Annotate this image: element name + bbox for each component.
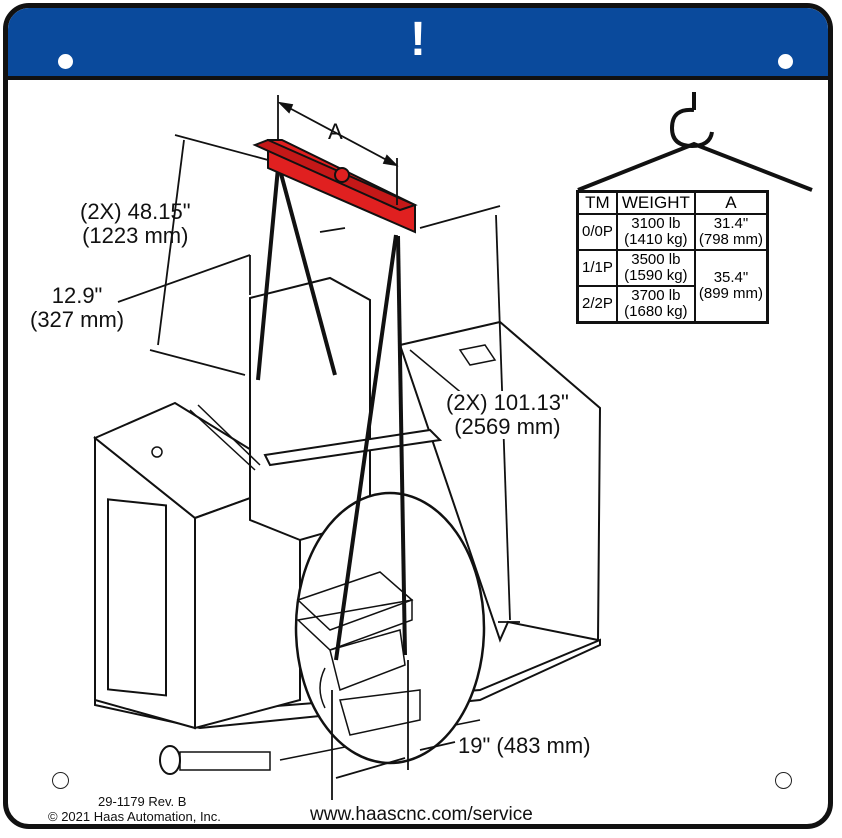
exclamation-icon: ! [410, 13, 426, 66]
lifting-strap [256, 167, 280, 381]
mounting-hole [775, 772, 792, 789]
part-number: 29-1179 Rev. B [98, 794, 187, 809]
table-row: 1/1P 3500 lb(1590 kg) 35.4"(899 mm) [576, 249, 769, 324]
mounting-hole [52, 772, 69, 789]
lifting-strap [396, 235, 407, 656]
dimension-101-inches: (2X) 101.13" [446, 390, 569, 415]
dimension-101-label: (2X) 101.13" (2569 mm) [446, 391, 569, 439]
machine-pipe [159, 745, 181, 775]
lifting-strap [278, 169, 337, 376]
a-inches: 31.4" [713, 215, 749, 232]
row-tm: 0/0P [576, 213, 618, 251]
row-tm: 1/1P [576, 249, 618, 287]
table-row: 0/0P 3100 lb(1410 kg) 31.4"(798 mm) [576, 213, 769, 251]
weight-lb: 3700 lb [631, 287, 681, 304]
a-inches: 35.4" [713, 269, 749, 286]
header-a: A [693, 190, 769, 215]
machine-column [249, 276, 371, 542]
weight-lb: 3500 lb [631, 251, 681, 268]
weight-kg: (1410 kg) [624, 231, 688, 248]
row-weight: 3100 lb(1410 kg) [615, 213, 696, 251]
dimension-19-label: 19" (483 mm) [458, 733, 591, 758]
lifting-strap [334, 234, 398, 661]
dimension-48-mm: (1223 mm) [82, 223, 189, 248]
table-row: 2/2P 3700 lb(1680 kg) [576, 285, 768, 324]
row-weight: 3500 lb(1590 kg) [615, 249, 696, 287]
header-tm: TM [576, 190, 618, 215]
dimension-48-label: (2X) 48.15" (1223 mm) [80, 200, 191, 248]
dimension-101-mm: (2569 mm) [454, 414, 561, 439]
weight-kg: (1590 kg) [624, 267, 688, 284]
mounting-hole [58, 54, 73, 69]
weight-lb: 3100 lb [631, 215, 681, 232]
dimension-a-label: A [328, 119, 343, 144]
copyright: © 2021 Haas Automation, Inc. [48, 809, 221, 824]
weight-table-header: TM WEIGHT A [576, 190, 769, 215]
row-weight: 3700 lb(1680 kg) [615, 285, 696, 324]
dimension-48-inches: (2X) 48.15" [80, 199, 191, 224]
machine-window [107, 498, 167, 697]
row-a: 31.4"(798 mm) [693, 213, 769, 251]
mounting-hole [778, 54, 793, 69]
weight-table: TM WEIGHT A 0/0P 3100 lb(1410 kg) 31.4"(… [576, 190, 770, 324]
crane-hook-icon [577, 92, 813, 192]
weight-kg: (1680 kg) [624, 303, 688, 320]
dimension-12-inches: 12.9" [51, 283, 103, 308]
dimension-12-label: 12.9" (327 mm) [30, 284, 124, 332]
header-band: ! [8, 8, 828, 80]
a-mm: (798 mm) [698, 231, 764, 248]
row-a: 35.4"(899 mm) [693, 249, 769, 324]
dimension-12-mm: (327 mm) [30, 307, 125, 332]
service-url: www.haascnc.com/service [310, 804, 533, 825]
machine-rail [263, 428, 443, 467]
a-mm: (899 mm) [698, 285, 764, 302]
spreader-bar [252, 138, 418, 234]
row-tm: 2/2P [576, 285, 618, 324]
header-weight: WEIGHT [615, 190, 696, 215]
